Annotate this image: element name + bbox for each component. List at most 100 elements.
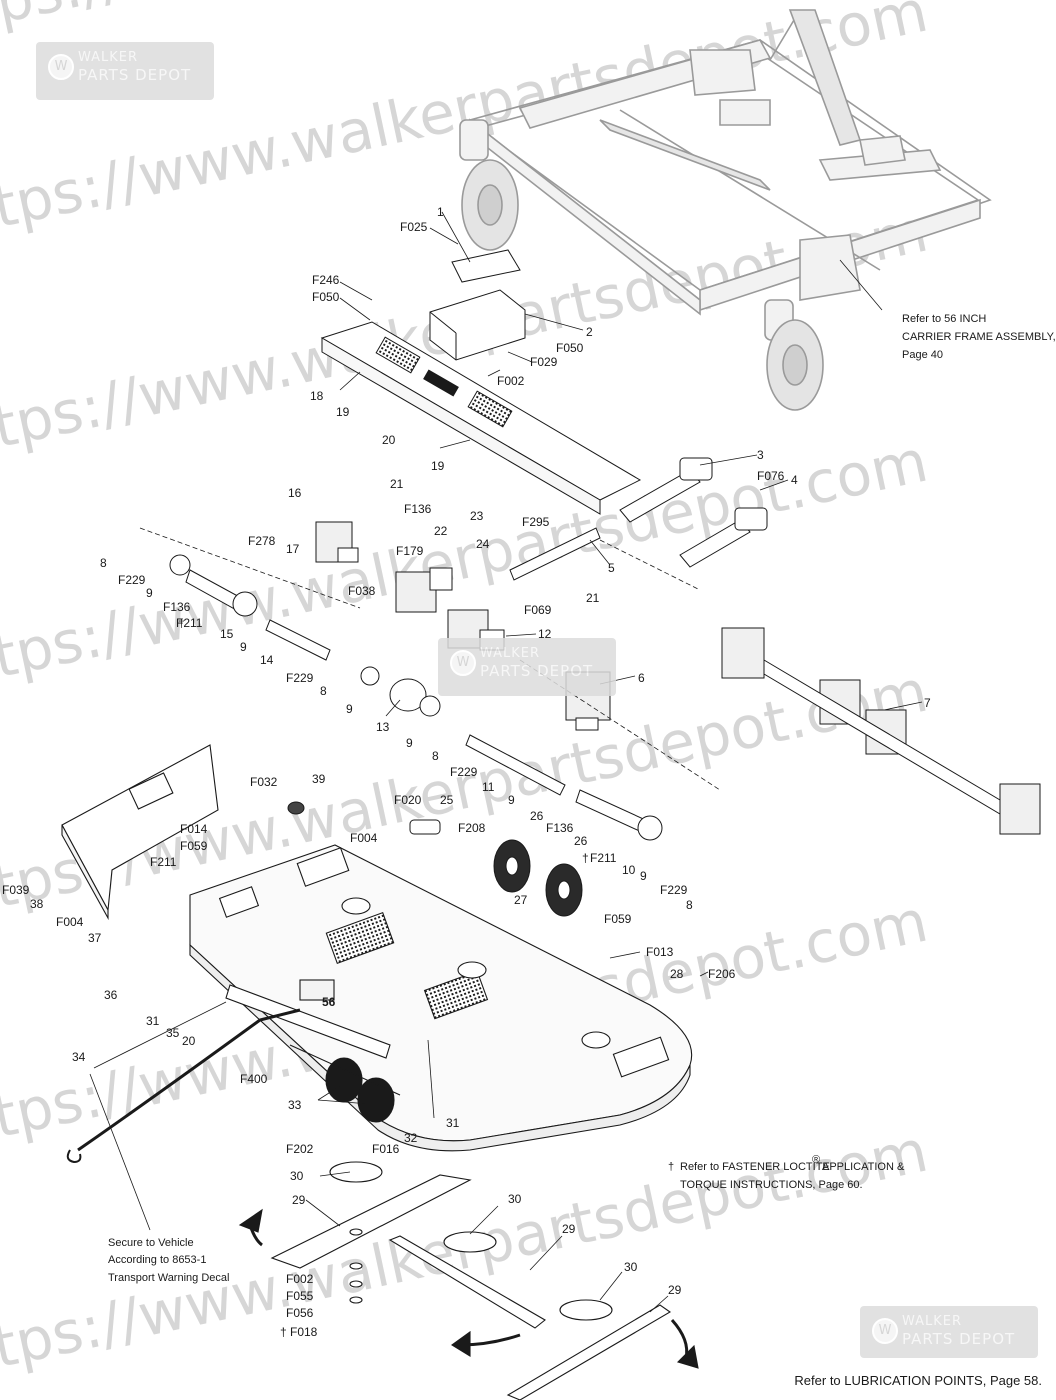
carrier-note-line3: Page 40	[902, 349, 943, 361]
dagger-mark: †	[280, 1325, 287, 1339]
callout-29: 29	[562, 1222, 576, 1236]
loctite-note-line1b: APPLICATION &	[822, 1161, 905, 1173]
callout-f211: F211	[176, 616, 203, 630]
leader-lines	[89, 211, 923, 1313]
carrier-note-line2: CARRIER FRAME ASSEMBLY,	[902, 331, 1056, 343]
callout-f179: F179	[396, 544, 424, 558]
callout-30: 30	[508, 1192, 522, 1206]
callout-f056: F056	[286, 1306, 314, 1320]
callout-20: 20	[182, 1034, 196, 1048]
lubrication-reference-note: Refer to LUBRICATION POINTS, Page 58.	[794, 1373, 1042, 1388]
callout-33: 33	[288, 1098, 302, 1112]
dagger-mark: †	[178, 616, 185, 630]
watermark-logo-bottom: W WALKER PARTS DEPOT	[860, 1306, 1038, 1358]
callout-f002: F002	[497, 374, 525, 388]
callout-f055: F055	[286, 1289, 314, 1303]
callout-f229: F229	[450, 765, 478, 779]
loctite-note-line1: Refer to FASTENER LOCTITE	[680, 1161, 830, 1173]
dagger-mark: †	[582, 851, 589, 865]
mower-deck	[61, 744, 693, 1164]
callout-f004: F004	[56, 915, 84, 929]
callout-f229: F229	[660, 883, 688, 897]
callout-9: 9	[346, 702, 353, 716]
callout-f211: F211	[590, 851, 617, 865]
callout-4: 4	[791, 473, 798, 487]
callout-22: 22	[434, 524, 448, 538]
callout-f136: F136	[163, 600, 191, 614]
callout-19: 19	[336, 405, 350, 419]
callout-20: 20	[382, 433, 396, 447]
callout-labels: 1 F025 F246 F050 2 F050 F029 F002 18 19 …	[2, 205, 931, 1339]
callout-8: 8	[686, 898, 693, 912]
callout-37: 37	[88, 931, 102, 945]
callout-26: 26	[574, 834, 588, 848]
callout-f059: F059	[604, 912, 632, 926]
callout-28: 28	[670, 967, 684, 981]
callout-5: 5	[608, 561, 615, 575]
watermark-brand-bottom: PARTS DEPOT	[902, 1330, 1016, 1348]
callout-f246: F246	[312, 273, 340, 287]
watermark-brand-bottom: PARTS DEPOT	[78, 66, 192, 84]
callout-10: 10	[622, 863, 636, 877]
callout-9: 9	[146, 586, 153, 600]
callout-34: 34	[72, 1050, 86, 1064]
callout-39: 39	[312, 772, 326, 786]
callout-f059: F059	[180, 839, 208, 853]
callout-35: 35	[166, 1026, 180, 1040]
callout-f020: F020	[394, 793, 422, 807]
callout-29: 29	[292, 1193, 306, 1207]
blade-assembly	[238, 1161, 699, 1400]
callout-f229: F229	[118, 573, 146, 587]
reference-notes: Refer to 56 INCH CARRIER FRAME ASSEMBLY,…	[108, 313, 1056, 1284]
walker-logo-icon: W	[872, 1318, 898, 1344]
callout-f208: F208	[458, 821, 486, 835]
callout-f014: F014	[180, 822, 208, 836]
callout-24: 24	[476, 537, 490, 551]
deck-size-label: 56	[322, 995, 336, 1009]
carrier-frame-reference	[459, 9, 992, 411]
callout-8: 8	[320, 684, 327, 698]
callout-f136: F136	[404, 502, 432, 516]
watermark-logo-center: W WALKER PARTS DEPOT	[438, 638, 616, 696]
callout-f050: F050	[556, 341, 584, 355]
callout-6: 6	[638, 671, 645, 685]
callout-f029: F029	[530, 355, 558, 369]
callout-f039: F039	[2, 883, 30, 897]
callout-f050: F050	[312, 290, 340, 304]
callout-29: 29	[668, 1283, 682, 1297]
callout-f400: F400	[240, 1072, 268, 1086]
walker-logo-icon: W	[48, 54, 74, 80]
callout-17: 17	[286, 542, 300, 556]
callout-14: 14	[260, 653, 274, 667]
callout-21: 21	[586, 591, 600, 605]
callout-15: 15	[220, 627, 234, 641]
callout-16: 16	[288, 486, 302, 500]
loctite-note-line2: TORQUE INSTRUCTIONS, Page 60.	[680, 1179, 863, 1191]
callout-32: 32	[404, 1131, 418, 1145]
callout-f016: F016	[372, 1142, 400, 1156]
callout-f295: F295	[522, 515, 550, 529]
loctite-reg-mark: ®	[812, 1154, 820, 1166]
callout-f076: F076	[757, 469, 785, 483]
secure-note-line3: Transport Warning Decal	[108, 1272, 229, 1284]
callout-9: 9	[508, 793, 515, 807]
callout-7: 7	[924, 696, 931, 710]
callout-8: 8	[100, 556, 107, 570]
callout-27: 27	[514, 893, 528, 907]
callout-f013: F013	[646, 945, 674, 959]
callout-30: 30	[624, 1260, 638, 1274]
watermark-brand-top: WALKER	[480, 646, 541, 661]
watermark-brand-top: WALKER	[78, 50, 139, 65]
callout-38: 38	[30, 897, 44, 911]
callout-18: 18	[310, 389, 324, 403]
watermark-brand-top: WALKER	[902, 1314, 963, 1329]
callout-12: 12	[538, 627, 552, 641]
secure-note-line1: Secure to Vehicle	[108, 1237, 194, 1249]
callout-f004: F004	[350, 831, 378, 845]
callout-25: 25	[440, 793, 454, 807]
secure-note-line2: According to 8653-1	[108, 1254, 206, 1266]
loctite-dagger: †	[668, 1161, 674, 1173]
callout-8: 8	[432, 749, 439, 763]
callout-30: 30	[290, 1169, 304, 1183]
